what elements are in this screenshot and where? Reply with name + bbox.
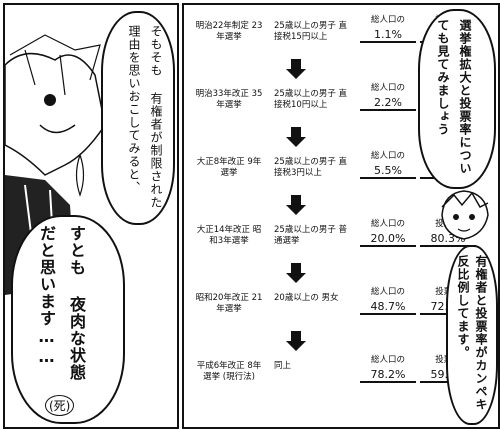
population-label: 総人口の (370, 151, 405, 161)
population-value: 20.0% (360, 233, 416, 247)
era-label: 大正14年改正 昭和3年選挙 (196, 225, 262, 246)
condition-label: 20歳以上の 男女 (274, 293, 339, 303)
population-cell: 総人口の 78.2% (360, 355, 416, 383)
population-value: 1.1% (360, 29, 416, 43)
condition-label: 同上 (274, 361, 292, 371)
narration-bubble (101, 11, 175, 225)
speech-text-right: 有権者と投票率がカンペキ反比例してます。 (456, 255, 488, 411)
population-value: 48.7% (360, 301, 416, 315)
narration-text: そもそも 有権者が制限された理由を思いおこしてみると、 (127, 25, 163, 209)
population-cell: 総人口の 48.7% (360, 287, 416, 315)
condition-label: 25歳以上の男子 直接税10円以上 (274, 89, 348, 110)
population-value: 2.2% (360, 97, 416, 111)
speech-bubble (11, 215, 125, 424)
left-panel: そもそも 有権者が制限された理由を思いおこしてみると、 すとも 夜肉な状態だと思… (3, 3, 179, 429)
sfx-text: (死) (45, 395, 75, 416)
condition-label: 25歳以上の男子 直接税15円以上 (274, 21, 348, 42)
speech-bubble-right (446, 245, 498, 425)
population-cell: 総人口の 2.2% (360, 83, 416, 111)
era-label: 明治33年改正 35年選挙 (195, 89, 263, 110)
population-label: 総人口の (370, 219, 405, 229)
population-label: 総人口の (370, 287, 405, 297)
population-cell: 総人口の 1.1% (360, 15, 416, 43)
population-label: 総人口の (370, 15, 405, 25)
population-label: 総人口の (370, 355, 405, 365)
era-label: 平成6年改正 8年選挙 (現行法) (196, 361, 262, 382)
character-face-illustration (441, 190, 489, 240)
population-value: 5.5% (360, 165, 416, 179)
population-label: 総人口の (370, 83, 405, 93)
condition-label: 25歳以上の男子 直接税3円以上 (274, 157, 348, 178)
population-cell: 総人口の 20.0% (360, 219, 416, 247)
population-cell: 総人口の 5.5% (360, 151, 416, 179)
population-value: 78.2% (360, 369, 416, 383)
turnout-value: 80.3% (420, 233, 476, 247)
caption-bubble (418, 9, 496, 189)
caption-text: 選挙権拡大と投票率についても見てみましょう (436, 19, 472, 175)
condition-label: 25歳以上の男子 普通選挙 (274, 225, 348, 246)
speech-text: すとも 夜肉な状態だと思います…… (37, 225, 86, 381)
era-label: 明治22年制定 23年選挙 (195, 21, 263, 42)
era-label: 昭和20年改正 21年選挙 (195, 293, 263, 314)
era-label: 大正8年改正 9年選挙 (196, 157, 262, 178)
